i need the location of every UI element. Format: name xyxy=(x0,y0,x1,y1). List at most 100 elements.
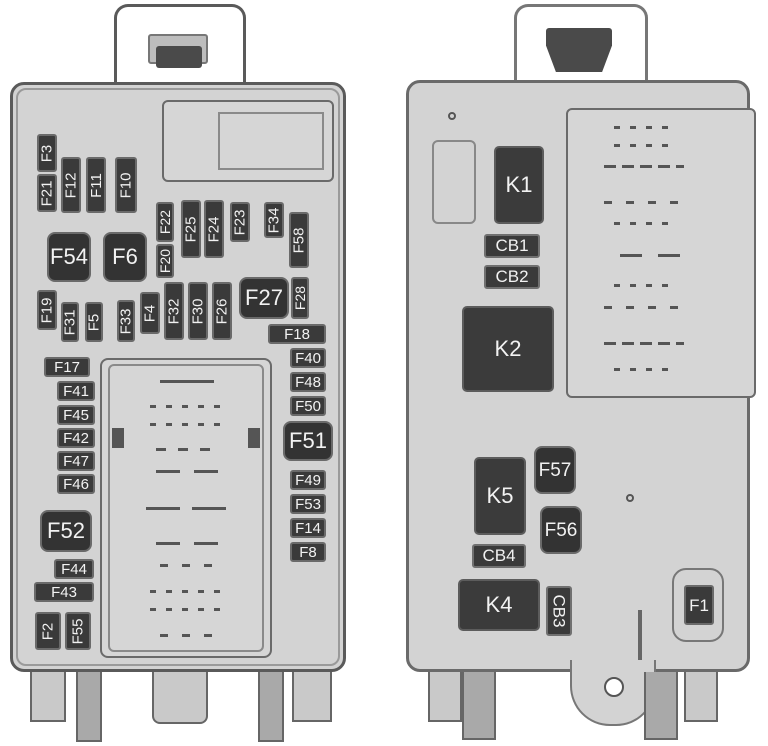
connector-pin xyxy=(160,634,214,637)
fuse-F40[interactable]: F40 xyxy=(290,348,326,368)
fuse-F27[interactable]: F27 xyxy=(239,277,289,319)
fuse-label: F56 xyxy=(544,519,578,541)
fuse-F1[interactable]: F1 xyxy=(684,585,714,625)
relay-label: K5 xyxy=(486,483,514,508)
fuse-F43[interactable]: F43 xyxy=(34,582,94,602)
fuse-F22[interactable]: F22 xyxy=(156,202,174,242)
fuse-F3[interactable]: F3 xyxy=(37,134,57,172)
fuse-label: F55 xyxy=(69,618,87,644)
fuse-F49[interactable]: F49 xyxy=(290,470,326,490)
fuse-F34[interactable]: F34 xyxy=(264,202,284,238)
fuse-label: F6 xyxy=(112,244,138,269)
fuse-F11[interactable]: F11 xyxy=(86,157,106,213)
fuse-label: F48 xyxy=(295,373,321,391)
relay-K1[interactable]: K1 xyxy=(494,146,544,224)
fuse-F51[interactable]: F51 xyxy=(283,421,333,461)
fuse-label: F26 xyxy=(213,298,231,324)
cb-label: CB2 xyxy=(495,267,529,286)
fuse-F18[interactable]: F18 xyxy=(268,324,326,344)
left-foot xyxy=(76,672,102,742)
relay-label: K2 xyxy=(494,336,522,361)
fuse-label: F53 xyxy=(295,495,321,513)
circuit-breaker-CB2[interactable]: CB2 xyxy=(484,265,540,289)
connector-pin xyxy=(156,470,218,473)
label-recess xyxy=(432,140,476,224)
fuse-label: F45 xyxy=(63,406,89,424)
fuse-F54[interactable]: F54 xyxy=(47,232,91,282)
fuse-F32[interactable]: F32 xyxy=(164,282,184,340)
fuse-F24[interactable]: F24 xyxy=(204,200,224,258)
fuse-F17[interactable]: F17 xyxy=(44,357,90,377)
fuse-F33[interactable]: F33 xyxy=(117,300,135,342)
relay-K4[interactable]: K4 xyxy=(458,579,540,631)
fuse-F58[interactable]: F58 xyxy=(289,212,309,268)
fuse-F19[interactable]: F19 xyxy=(37,290,57,330)
fuse-label: F3 xyxy=(38,144,56,162)
cb-label: CB1 xyxy=(495,236,529,255)
fuse-label: F32 xyxy=(165,298,183,324)
fuse-F8[interactable]: F8 xyxy=(290,542,326,562)
fuse-F20[interactable]: F20 xyxy=(156,244,174,278)
fuse-F55[interactable]: F55 xyxy=(65,612,91,650)
fuse-label: F41 xyxy=(63,382,89,400)
fuse-F5[interactable]: F5 xyxy=(85,302,103,342)
fuse-F6[interactable]: F6 xyxy=(103,232,147,282)
fuse-F26[interactable]: F26 xyxy=(212,282,232,340)
left-foot xyxy=(292,672,332,722)
fuse-F25[interactable]: F25 xyxy=(181,200,201,258)
connector-pin xyxy=(604,306,684,309)
fuse-F42[interactable]: F42 xyxy=(57,428,95,448)
circuit-breaker-CB1[interactable]: CB1 xyxy=(484,234,540,258)
fuse-F47[interactable]: F47 xyxy=(57,451,95,471)
fuse-F12[interactable]: F12 xyxy=(61,157,81,213)
fuse-label: F51 xyxy=(289,428,327,453)
relay-label: K1 xyxy=(505,172,533,197)
circuit-breaker-CB4[interactable]: CB4 xyxy=(472,544,526,568)
fuse-label: F42 xyxy=(63,429,89,447)
cb-label: CB4 xyxy=(482,546,516,565)
fuse-F31[interactable]: F31 xyxy=(61,302,79,342)
fuse-F4[interactable]: F4 xyxy=(140,292,160,334)
fuse-label: F24 xyxy=(205,216,223,242)
fuse-label: F34 xyxy=(265,207,283,233)
mount-dot xyxy=(626,494,634,502)
bracket-mount-hole xyxy=(604,677,624,697)
fuse-F44[interactable]: F44 xyxy=(54,559,94,579)
fuse-label: F21 xyxy=(38,180,56,206)
connector-pin xyxy=(604,342,684,345)
fuse-F56[interactable]: F56 xyxy=(540,506,582,554)
relay-K5[interactable]: K5 xyxy=(474,457,526,535)
fuse-F10[interactable]: F10 xyxy=(115,157,137,213)
fuse-F30[interactable]: F30 xyxy=(188,282,208,340)
relay-K2[interactable]: K2 xyxy=(462,306,554,392)
connector-pin xyxy=(604,201,684,204)
left-foot xyxy=(152,672,208,724)
connector-pin xyxy=(150,590,222,593)
fuse-label: F57 xyxy=(538,459,572,481)
fuse-F57[interactable]: F57 xyxy=(534,446,576,494)
fuse-F2[interactable]: F2 xyxy=(35,612,61,650)
right-foot xyxy=(684,672,718,722)
fuse-F45[interactable]: F45 xyxy=(57,405,95,425)
circuit-breaker-CB3[interactable]: CB3 xyxy=(546,586,572,636)
fuse-label: F43 xyxy=(51,583,77,601)
left-fuse-block: F3 F21 F12 F11 F10 F54 F6 F22 F20 F25 F2… xyxy=(10,4,346,742)
fuse-label: F4 xyxy=(141,304,159,322)
fuse-F50[interactable]: F50 xyxy=(290,396,326,416)
connector-pin xyxy=(614,284,676,287)
fuse-label: F28 xyxy=(292,285,308,311)
fuse-F21[interactable]: F21 xyxy=(37,174,57,212)
fuse-F53[interactable]: F53 xyxy=(290,494,326,514)
fuse-F23[interactable]: F23 xyxy=(230,202,250,242)
fuse-F41[interactable]: F41 xyxy=(57,381,95,401)
fuse-F28[interactable]: F28 xyxy=(291,277,309,319)
fuse-F46[interactable]: F46 xyxy=(57,474,95,494)
connector-pin xyxy=(614,222,676,225)
fuse-F52[interactable]: F52 xyxy=(40,510,92,552)
connector-pin xyxy=(156,542,218,545)
fuse-F14[interactable]: F14 xyxy=(290,518,326,538)
mount-bracket xyxy=(570,660,656,726)
right-foot xyxy=(644,672,678,740)
mount-dot xyxy=(448,112,456,120)
fuse-F48[interactable]: F48 xyxy=(290,372,326,392)
